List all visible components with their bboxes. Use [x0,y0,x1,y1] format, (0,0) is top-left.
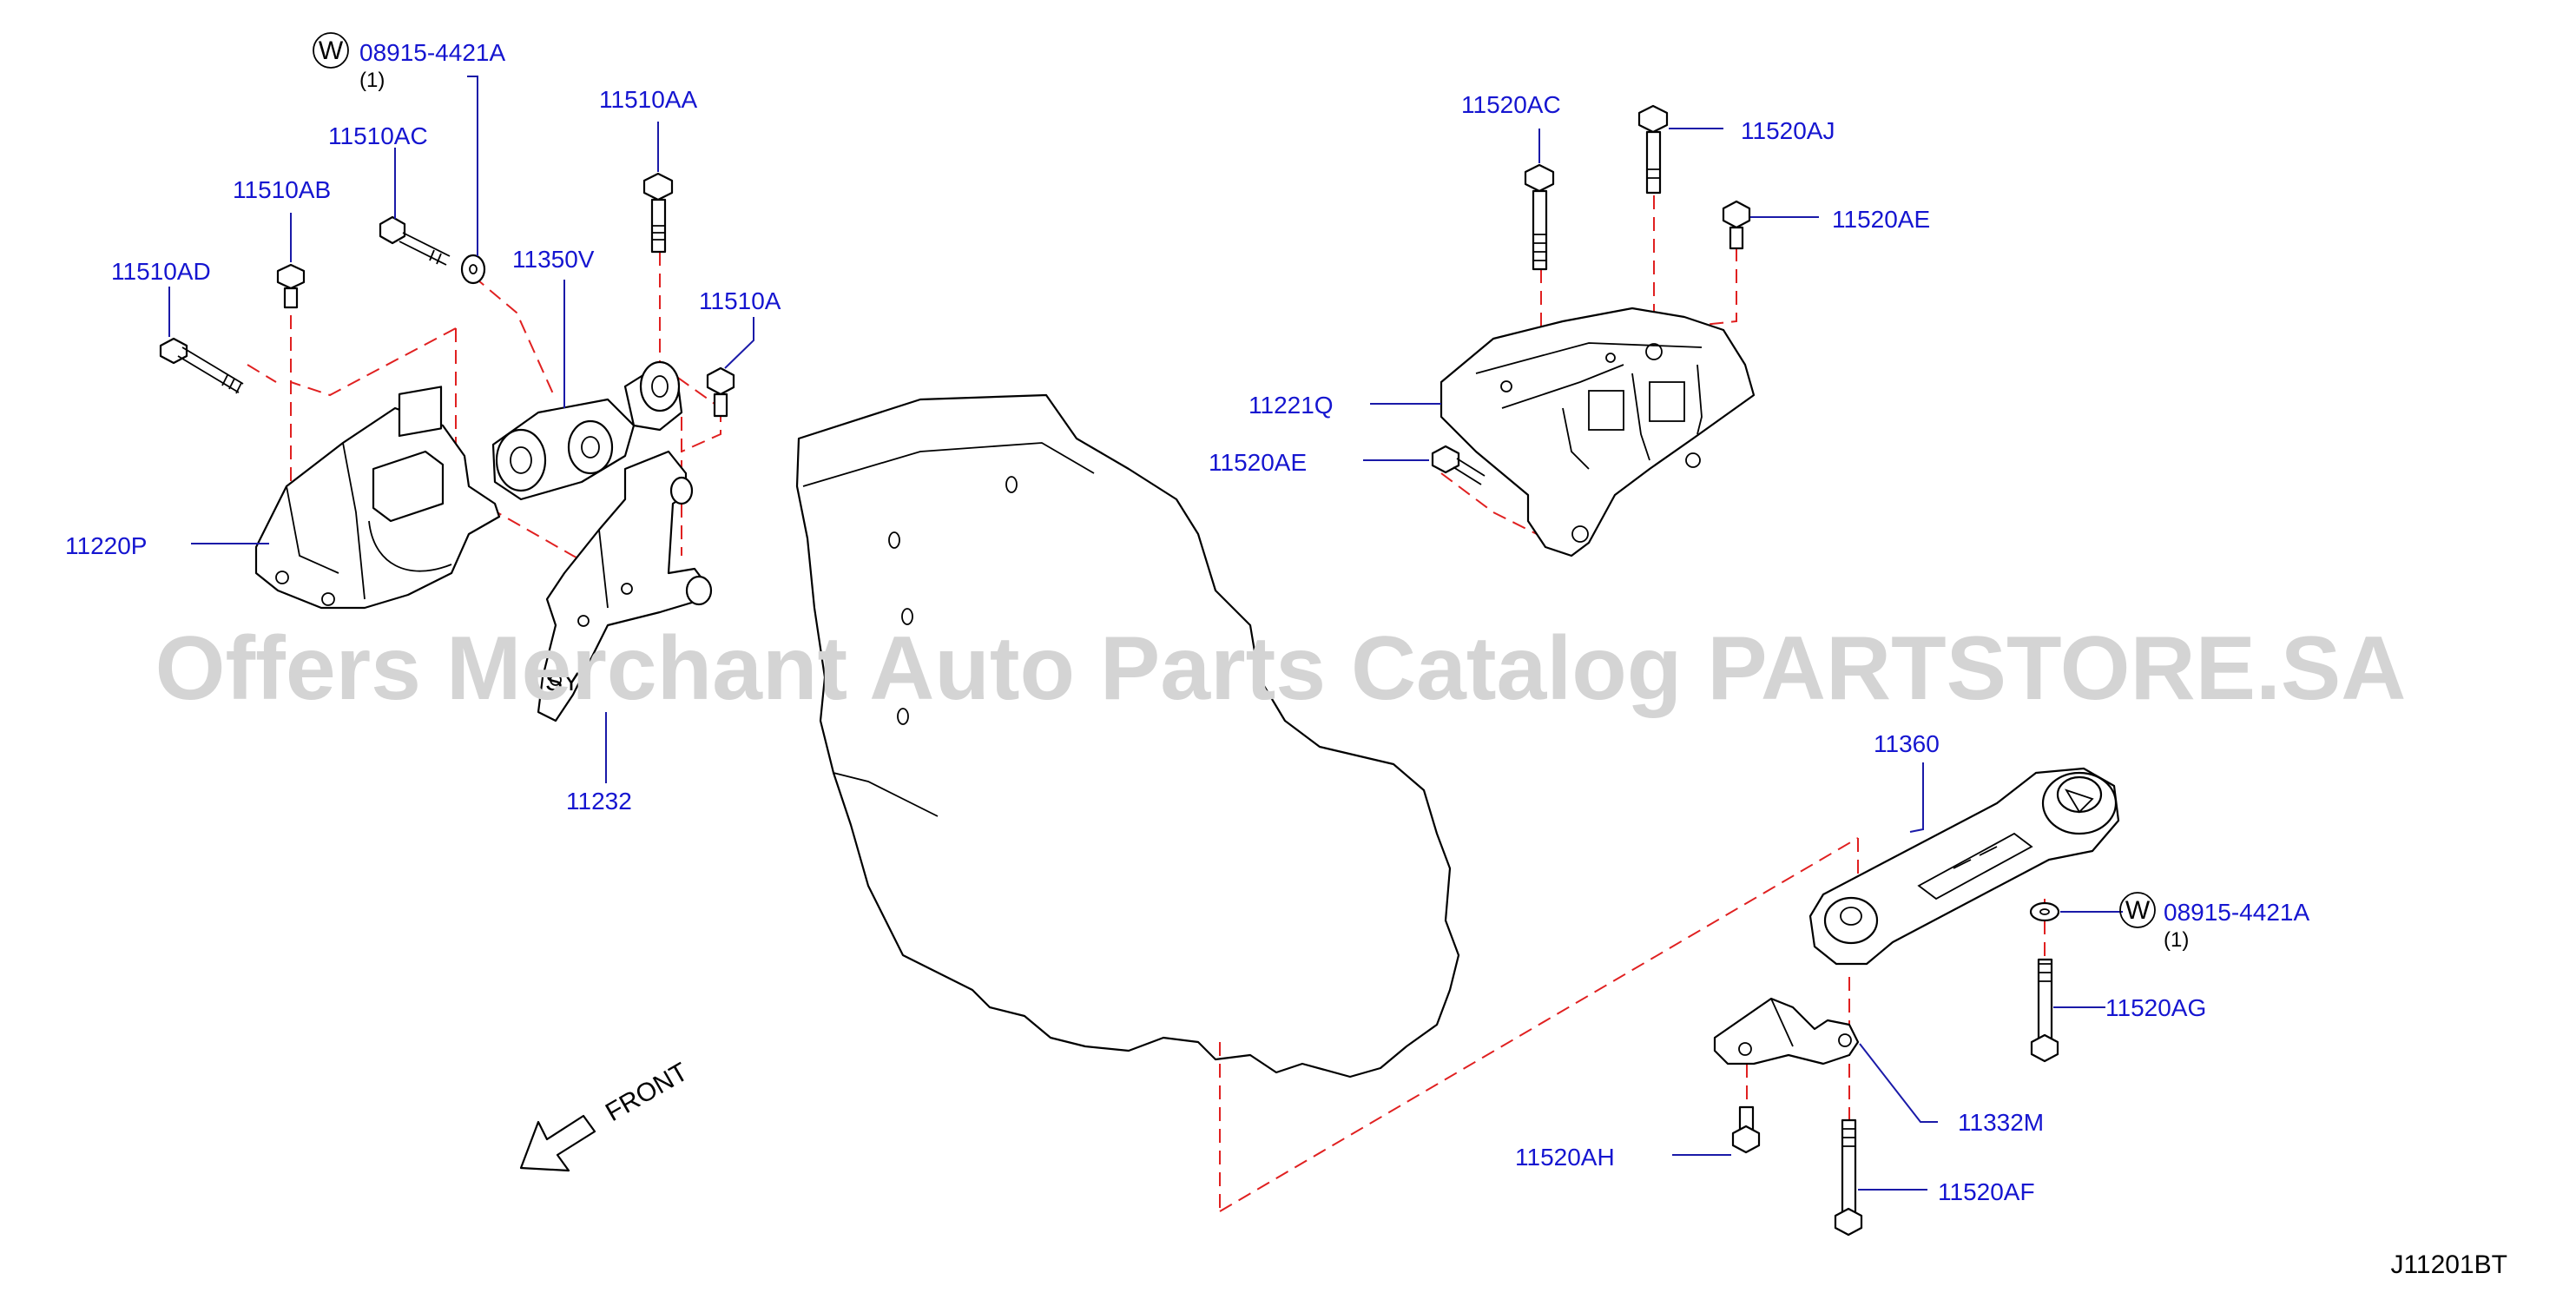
label-11220P[interactable]: 11220P [65,532,147,559]
bolt-11510A[interactable] [706,366,735,418]
bolt-11510AC[interactable] [379,215,451,266]
bracket-11332M[interactable] [1713,997,1860,1065]
bolt-11520AH[interactable] [1731,1105,1761,1154]
label-11332M[interactable]: 11332M [1958,1109,2044,1136]
label-11510A[interactable]: 11510A [699,287,781,314]
label-11350V[interactable]: 11350V [512,246,595,273]
front-label: FRONT [601,1058,693,1127]
washer-right[interactable] [2029,901,2060,922]
engine-mount-11220P[interactable] [254,386,501,610]
label-11510AB[interactable]: 11510AB [233,176,331,203]
qty-08915-4421A-top: (1) [359,69,385,92]
diagram-code: J11201BT [2390,1250,2507,1279]
bracket-11232[interactable]: SY [537,450,713,722]
label-11520AC[interactable]: 11520AC [1461,91,1561,118]
label-08915-4421A-top[interactable]: 08915-4421A [359,39,505,66]
bolt-11510AA[interactable] [642,172,674,254]
bolt-11520AF[interactable] [1834,1118,1863,1237]
washer-symbol-top-text: W [319,36,344,65]
svg-text:SY: SY [545,668,580,696]
label-11520AF[interactable]: 11520AF [1938,1178,2035,1205]
engine-block-outline [795,393,1460,1079]
label-11221Q[interactable]: 11221Q [1248,392,1334,419]
washer-top[interactable] [460,254,486,285]
washer-symbol-right [2119,892,2156,928]
bolt-11520AG[interactable] [2030,958,2059,1063]
label-11510AC[interactable]: 11510AC [328,122,428,149]
torque-rod-11350V[interactable] [491,360,683,501]
front-direction-indicator: FRONT [519,1058,693,1172]
label-11520AE-top[interactable]: 11520AE [1832,206,1930,233]
qty-08915-4421A-right: (1) [2164,928,2189,952]
bolt-11520AE-lower[interactable] [1431,445,1486,485]
bolt-11510AD[interactable] [159,337,244,394]
label-11520AG[interactable]: 11520AG [2105,994,2206,1021]
watermark-text: Offers Merchant Auto Parts Catalog PARTS… [155,618,2407,719]
bolt-11510AB[interactable] [276,263,306,309]
label-11520AJ[interactable]: 11520AJ [1741,117,1835,144]
label-11510AD[interactable]: 11510AD [111,258,211,285]
label-11232[interactable]: 11232 [566,788,632,815]
washer-symbol-right-text: W [2125,896,2151,925]
label-11520AE-lower[interactable]: 11520AE [1209,449,1307,476]
leader-lines [168,76,2123,1191]
washer-symbol-top [313,32,349,69]
bolt-11520AJ[interactable] [1637,104,1669,195]
mount-bracket-11221Q[interactable] [1440,307,1756,557]
label-11510AA[interactable]: 11510AA [599,86,697,113]
bolt-11520AC[interactable] [1524,163,1555,271]
front-arrow-icon [519,1114,596,1172]
label-11360[interactable]: 11360 [1874,730,1940,757]
callout-labels: W 08915-4421A (1) 11510AC 11510AB 11510A… [65,32,2309,1205]
torque-rod-11360[interactable] [1808,767,2120,966]
bolt-11520AE-top[interactable] [1722,200,1751,250]
label-08915-4421A-right[interactable]: 08915-4421A [2164,899,2309,926]
label-11520AH[interactable]: 11520AH [1515,1144,1615,1171]
